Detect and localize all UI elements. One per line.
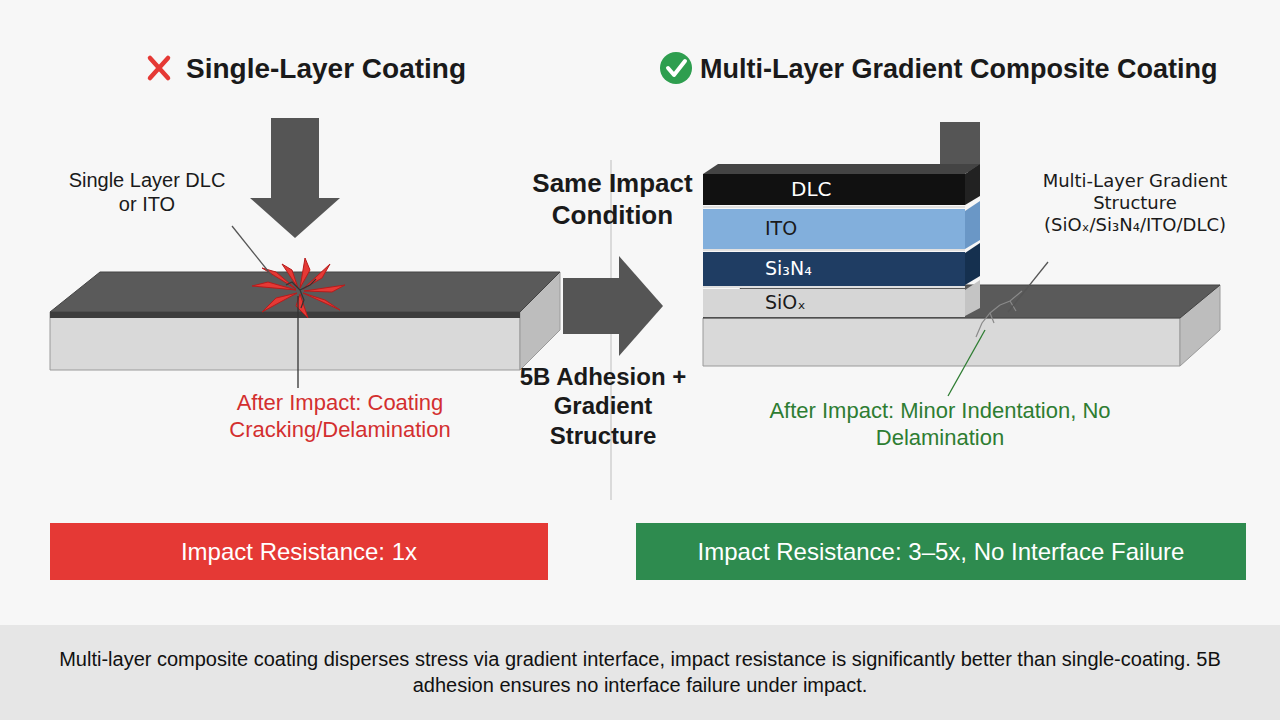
result-bar: Impact Resistance: 1x [50,523,548,580]
substrate-slab [703,285,1220,366]
heading: Single-Layer Coating [186,48,586,90]
result-note: After Impact: Coating Cracking/Delaminat… [175,390,505,452]
leader-line [232,226,272,276]
node-text: SiOₓ [765,292,806,314]
node-text: DLC [791,178,832,201]
node-text: Si₃N₄ [765,258,812,280]
leader-line [1008,262,1048,312]
coating-layer: ITO [703,209,965,249]
layer-edges [703,164,980,316]
coating-layer: DLC [703,174,965,205]
part-label: Multi-Layer Gradient Structure (SiOₓ/Si₃… [1000,170,1270,256]
leader-line [297,296,298,388]
node-text: Impact Resistance: 3–5x, No Interface Fa… [698,538,1185,566]
caption-band [0,625,1280,720]
leader-line [948,330,985,396]
node-text: ITO [765,218,797,240]
impact-arrow [250,118,340,238]
part-label: Single Layer DLC or ITO [62,168,232,224]
caption: Multi-layer composite coating disperses … [20,630,1260,714]
coating-layer: SiOₓ [703,289,965,317]
adhesion-note: 5B Adhesion + Gradient Structure [518,362,688,462]
cross-icon [150,58,168,78]
coating-layer: Si₃N₄ [703,252,965,286]
result-note: After Impact: Minor Indentation, No Dela… [705,398,1175,462]
heading: Multi-Layer Gradient Composite Coating [700,48,1270,90]
crack-lines [286,279,316,308]
condition-note: Same Impact Condition [520,168,705,242]
minor-cracks [976,291,1022,337]
check-icon [660,52,692,84]
transition-arrow [563,256,663,356]
node-text: Impact Resistance: 1x [181,538,417,566]
result-bar: Impact Resistance: 3–5x, No Interface Fa… [636,523,1246,580]
